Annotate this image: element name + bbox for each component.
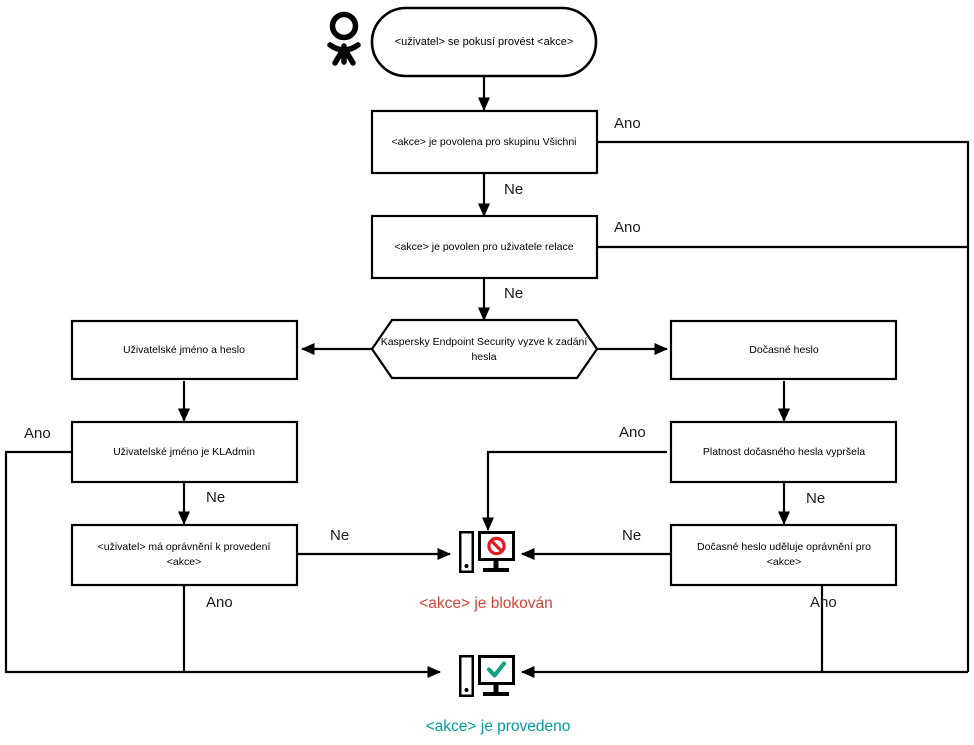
node-username-password-label: Uživatelské jméno a heslo: [123, 344, 245, 356]
computer-success-icon: [459, 655, 515, 697]
node-username-password: Uživatelské jméno a heslo: [70, 319, 299, 381]
edge-kladmin-yes: [4, 450, 442, 679]
person-icon-body: [327, 42, 361, 66]
edge-expired-yes: [481, 450, 667, 532]
node-user-has-permission-label-line1: <uživatel> má oprávnění k provedení: [98, 541, 271, 553]
node-start-label: <uživatel> se pokusí provést <akce>: [395, 36, 574, 48]
node-temporary-password-label: Dočasné heslo: [749, 344, 819, 356]
node-allowed-everyone: <akce> je povolena pro skupinu Všichni: [370, 109, 599, 175]
node-username-is-kladmin: Uživatelské jméno je KLAdmin: [70, 420, 299, 484]
node-kes-prompt-label-line2: hesla: [471, 351, 496, 363]
edge-label-no-kladmin: Ne: [206, 489, 225, 506]
node-user-has-permission-label-line2: <akce>: [167, 556, 201, 568]
node-temp-password-grants: Dočasné heslo uděluje oprávnění pro <akc…: [669, 523, 898, 587]
node-temp-password-expired-label: Platnost dočasného hesla vypršela: [703, 446, 865, 458]
node-temp-password-grants-label-line2: <akce>: [767, 556, 801, 568]
node-temp-password-expired: Platnost dočasného hesla vypršela: [669, 420, 898, 484]
blocked-caption: <akce> je blokován: [419, 595, 553, 612]
edge-label-yes-session: Ano: [614, 219, 641, 236]
edge-label-yes-kladmin: Ano: [24, 425, 51, 442]
edge-label-no-expired: Ne: [806, 490, 825, 507]
edge-label-no-grants: Ne: [622, 527, 641, 544]
edge-everyone-yes: [597, 140, 970, 672]
performed-caption: <akce> je provedeno: [426, 718, 571, 735]
deny-symbol: [487, 536, 506, 556]
person-icon-head: [329, 11, 359, 41]
edge-label-yes-grants: Ano: [810, 594, 837, 611]
node-kes-prompt-label-line1: Kaspersky Endpoint Security vyzve k zadá…: [381, 336, 588, 348]
node-kes-prompt: Kaspersky Endpoint Security vyzve k zadá…: [370, 318, 599, 380]
edge-label-no-permission: Ne: [330, 527, 349, 544]
node-temporary-password: Dočasné heslo: [669, 319, 898, 381]
node-username-is-kladmin-label: Uživatelské jméno je KLAdmin: [113, 446, 255, 458]
edge-label-yes-everyone: Ano: [614, 115, 641, 132]
computer-blocked-icon: [459, 531, 515, 573]
user-actor: [327, 11, 361, 66]
node-temp-password-grants-label-line1: Dočasné heslo uděluje oprávnění pro: [697, 541, 871, 553]
node-allowed-session-user-label: <akce> je povolen pro uživatele relace: [394, 241, 573, 253]
check-symbol: [486, 661, 507, 678]
edge-label-yes-permission: Ano: [206, 594, 233, 611]
edge-label-no-session: Ne: [504, 285, 523, 302]
edge-label-no-everyone: Ne: [504, 181, 523, 198]
node-allowed-session-user: <akce> je povolen pro uživatele relace: [370, 214, 599, 280]
edge-label-yes-expired: Ano: [619, 424, 646, 441]
node-user-has-permission: <uživatel> má oprávnění k provedení <akc…: [70, 523, 299, 587]
node-allowed-everyone-label: <akce> je povolena pro skupinu Všichni: [391, 136, 576, 148]
node-start: <uživatel> se pokusí provést <akce>: [370, 6, 598, 78]
